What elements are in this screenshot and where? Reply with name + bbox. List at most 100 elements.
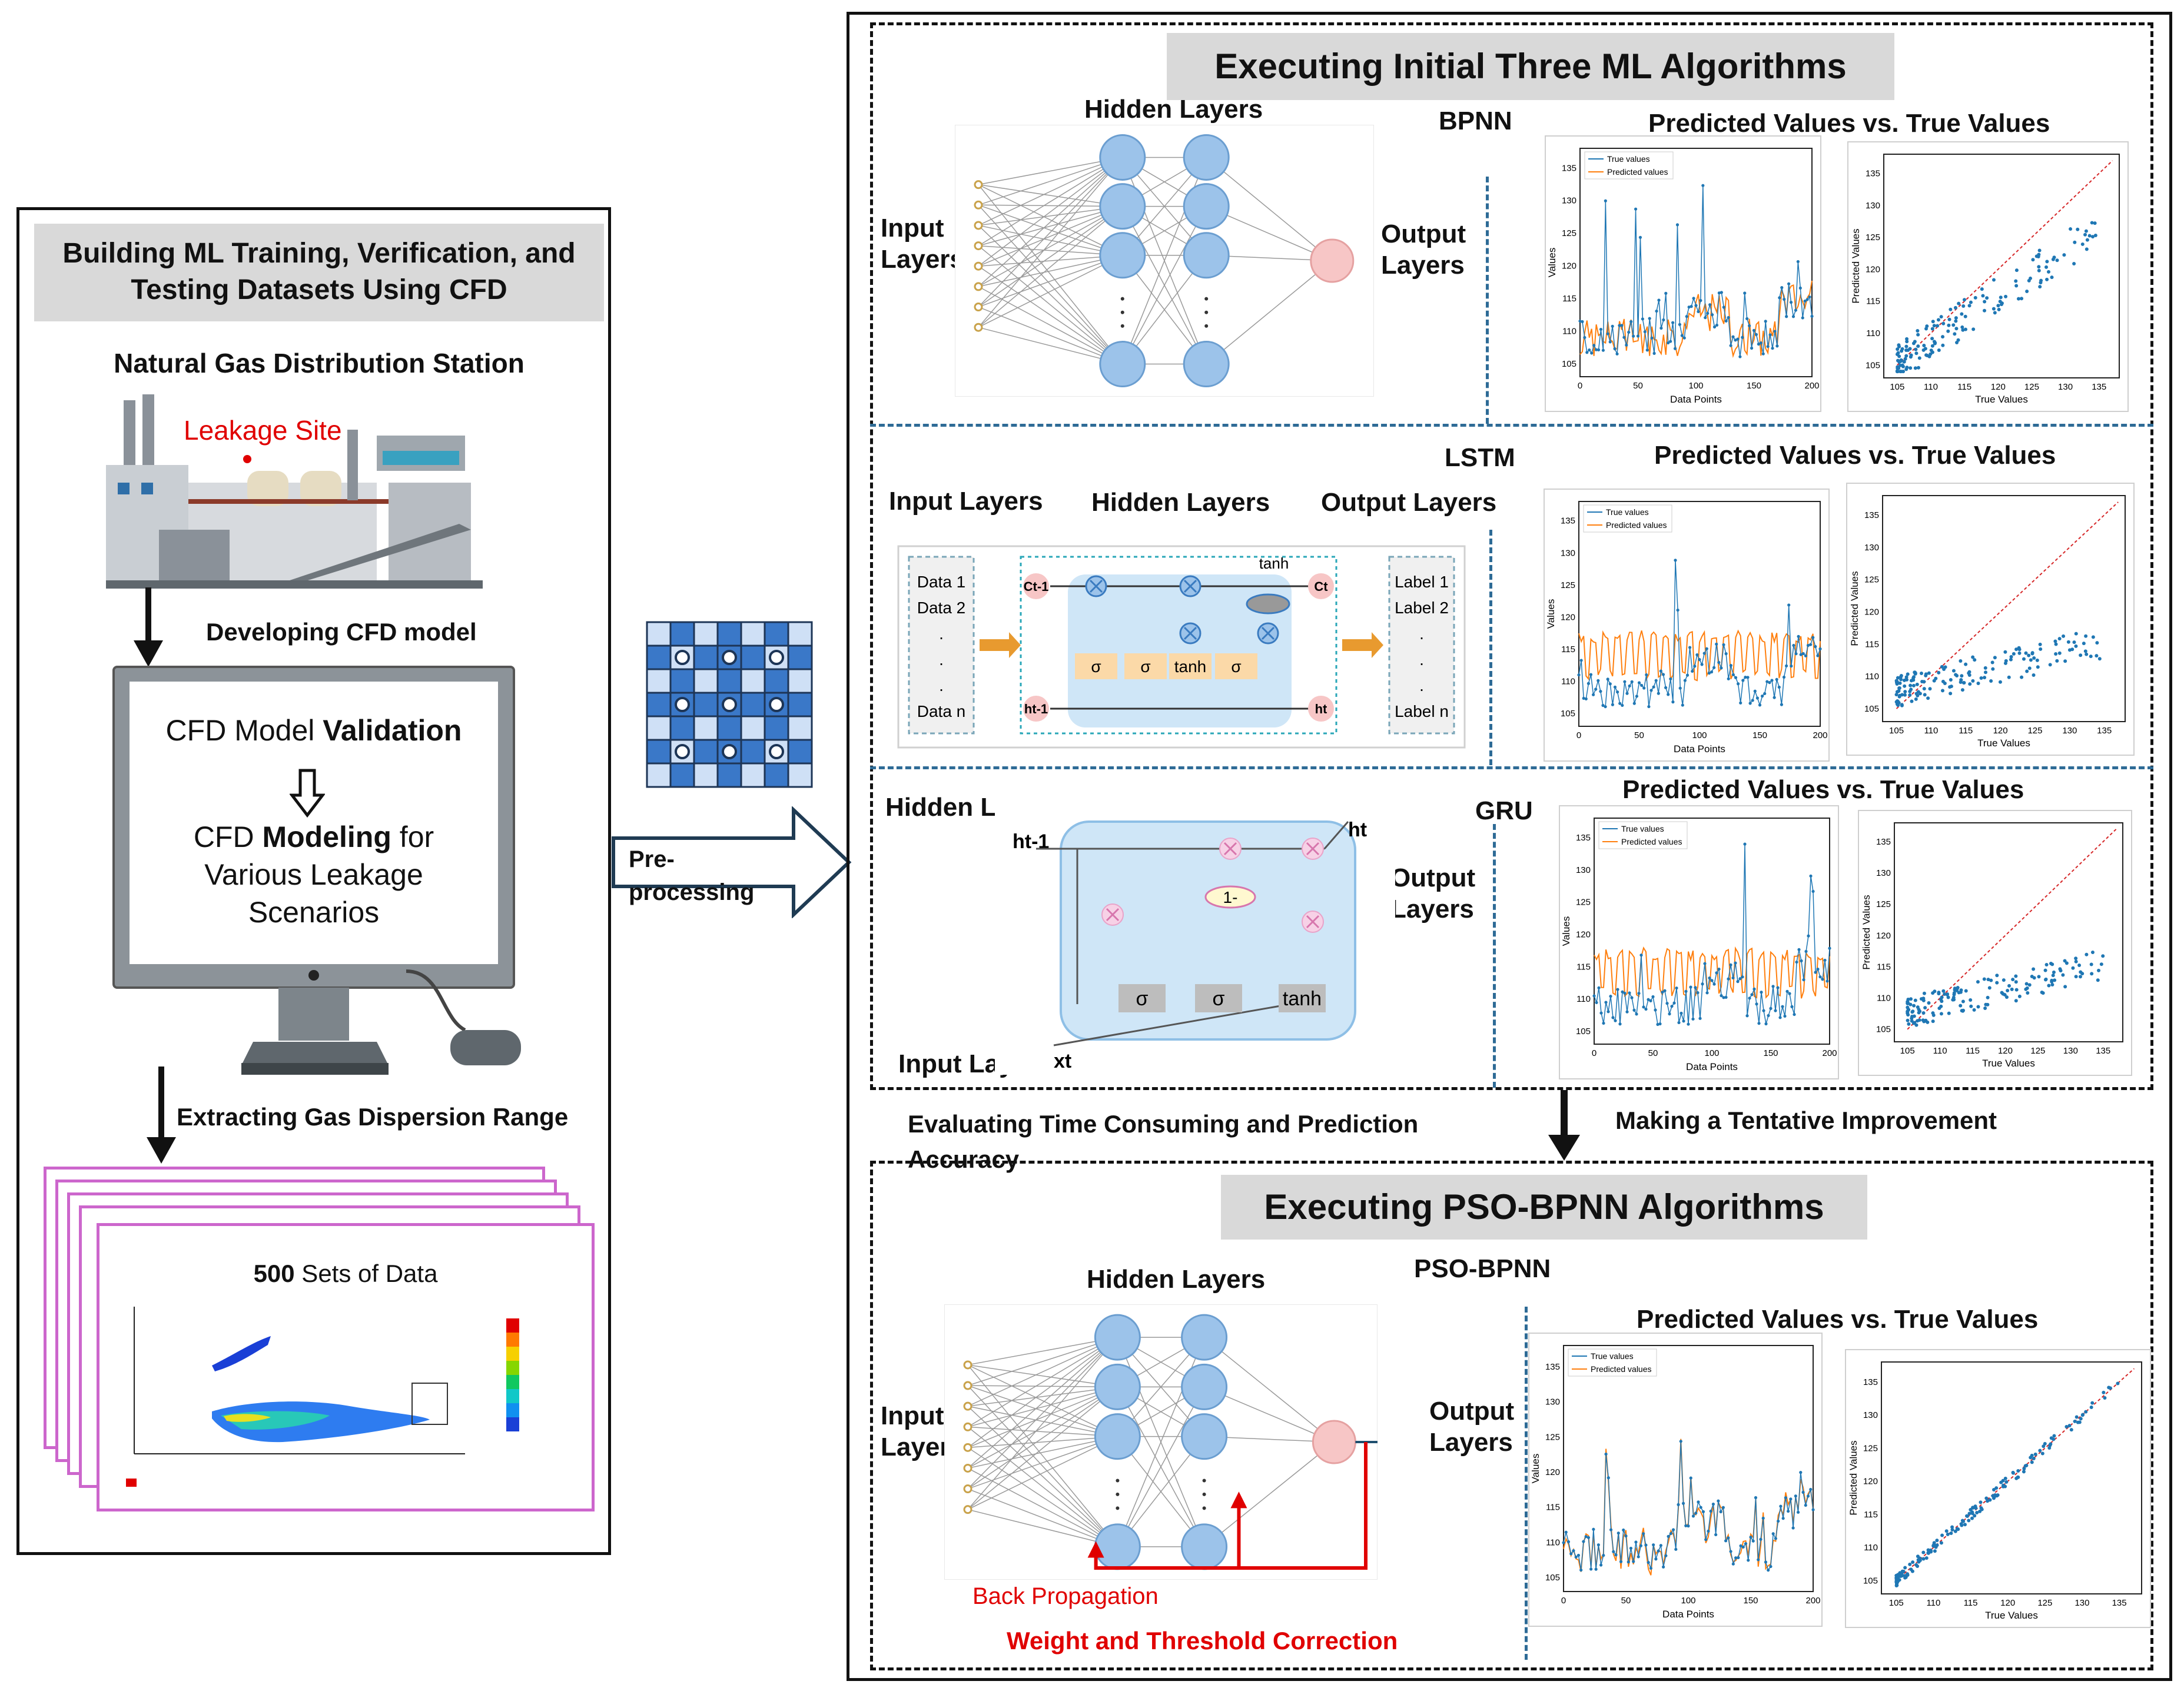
true-series-point [1768,681,1771,685]
scatter-point [1900,347,1904,351]
true-series-point [1778,1016,1782,1019]
scatter-point [2099,962,2103,966]
true-series-point [1724,995,1728,999]
true-series-point [1731,673,1735,676]
scatter-point [1903,357,1907,361]
scatter-point [1897,689,1901,693]
scatter-point [1986,995,1990,999]
grid-cell [764,715,789,741]
scatter-point [1894,1580,1898,1584]
scatter-point [1998,300,2002,304]
scatter-point [1992,278,1996,282]
scatter-point [1903,1576,1907,1580]
true-series-point [1595,1001,1598,1004]
true-series-point [1787,282,1791,285]
scatter-point [1943,665,1947,669]
true-series-point [1750,993,1754,996]
predicted-series-line [1594,946,1830,999]
true-series-point [1736,980,1740,984]
scatter-point [1961,304,1966,308]
scatter-point [1973,1504,1977,1509]
scatter-point [2016,297,2020,301]
true-series-point [1592,1527,1595,1531]
true-series-point [1814,644,1817,649]
scatter-point [2089,962,2093,966]
grid-marker [675,650,690,665]
scatter-point [1976,681,1980,685]
scatter-point [1960,325,1964,329]
true-series-point [1751,1539,1755,1543]
true-series-point [1579,1568,1583,1572]
scatter-point [2010,987,2014,991]
true-series-point [1744,676,1747,679]
scatter-point [2050,275,2054,280]
x-tick-label: 100 [1704,1048,1719,1058]
scatter-point [2007,984,2012,988]
grid-cell [740,644,766,670]
true-series-point [1810,314,1814,318]
scatter-point [1897,354,1901,358]
scatter-point [1970,1511,1974,1516]
gru-gate-box [1279,984,1326,1012]
true-series-point [1705,647,1708,650]
scatter-point [1916,366,1920,370]
x-tick-label: 200 [1804,381,1819,391]
grid-cell [693,644,719,670]
scatter-point [1914,351,1919,356]
x-axis-label: True Values [1975,394,2028,405]
scatter-point [2024,987,2028,991]
true-series-point [1799,653,1803,656]
scatter-point [1983,300,1987,304]
true-series-point [1806,1494,1810,1498]
true-series-point [1771,1532,1775,1536]
scatter-point [1937,670,1941,675]
true-series-point [1796,260,1800,264]
true-series-point [1683,679,1687,682]
scatter-point [2031,258,2035,262]
lstm-cnext-node [1308,573,1334,599]
scatter-point [1973,295,1977,300]
scatter-point [1947,317,1951,321]
grid-cell [787,762,813,788]
true-series-point [1809,874,1813,878]
scatter-point [1963,314,1967,318]
ellipsis-dot [1116,1479,1120,1483]
y-tick-label: 110 [1576,994,1591,1004]
scatter-point [2009,657,2013,662]
scatter-point [1894,693,1898,697]
scatter-point [1967,673,1971,677]
true-series-point [1671,1528,1675,1531]
scatter-point [2039,647,2043,651]
true-series-point [1582,696,1585,700]
true-series-point [1712,982,1716,986]
data-grid-icon [646,621,813,788]
lstm-gate-box [1169,653,1212,679]
x-tick-label: 110 [1926,1598,1940,1608]
ellipsis-dot [1120,297,1124,301]
scatter-point [2037,268,2041,273]
x-tick-label: 125 [2037,1598,2052,1608]
network-edge [967,1436,1118,1449]
scatter-point [1912,1004,1916,1008]
lstm-data-item: . [939,650,944,669]
true-series-point [1791,1526,1795,1530]
scatter-point [1927,671,1931,675]
scatter-point [1987,986,1992,990]
true-series-point [1790,665,1793,668]
network-edge [978,157,1123,185]
scatter-point [2004,659,2008,663]
scatter-point [2007,675,2011,679]
scatter-point [1959,678,1963,682]
scatter-point [1999,1480,2003,1484]
input-node [963,1360,972,1370]
grid-marker [769,744,784,759]
network-edge [967,1364,1118,1437]
scatter-point [1993,311,1997,315]
grid-cell [646,715,672,741]
grid-cell [646,692,672,717]
separator-v-lstm [1489,530,1492,765]
network-edge [967,1364,1118,1388]
true-series-point [1685,673,1690,677]
true-series-point [1800,959,1803,963]
true-series-point [1652,1543,1655,1547]
